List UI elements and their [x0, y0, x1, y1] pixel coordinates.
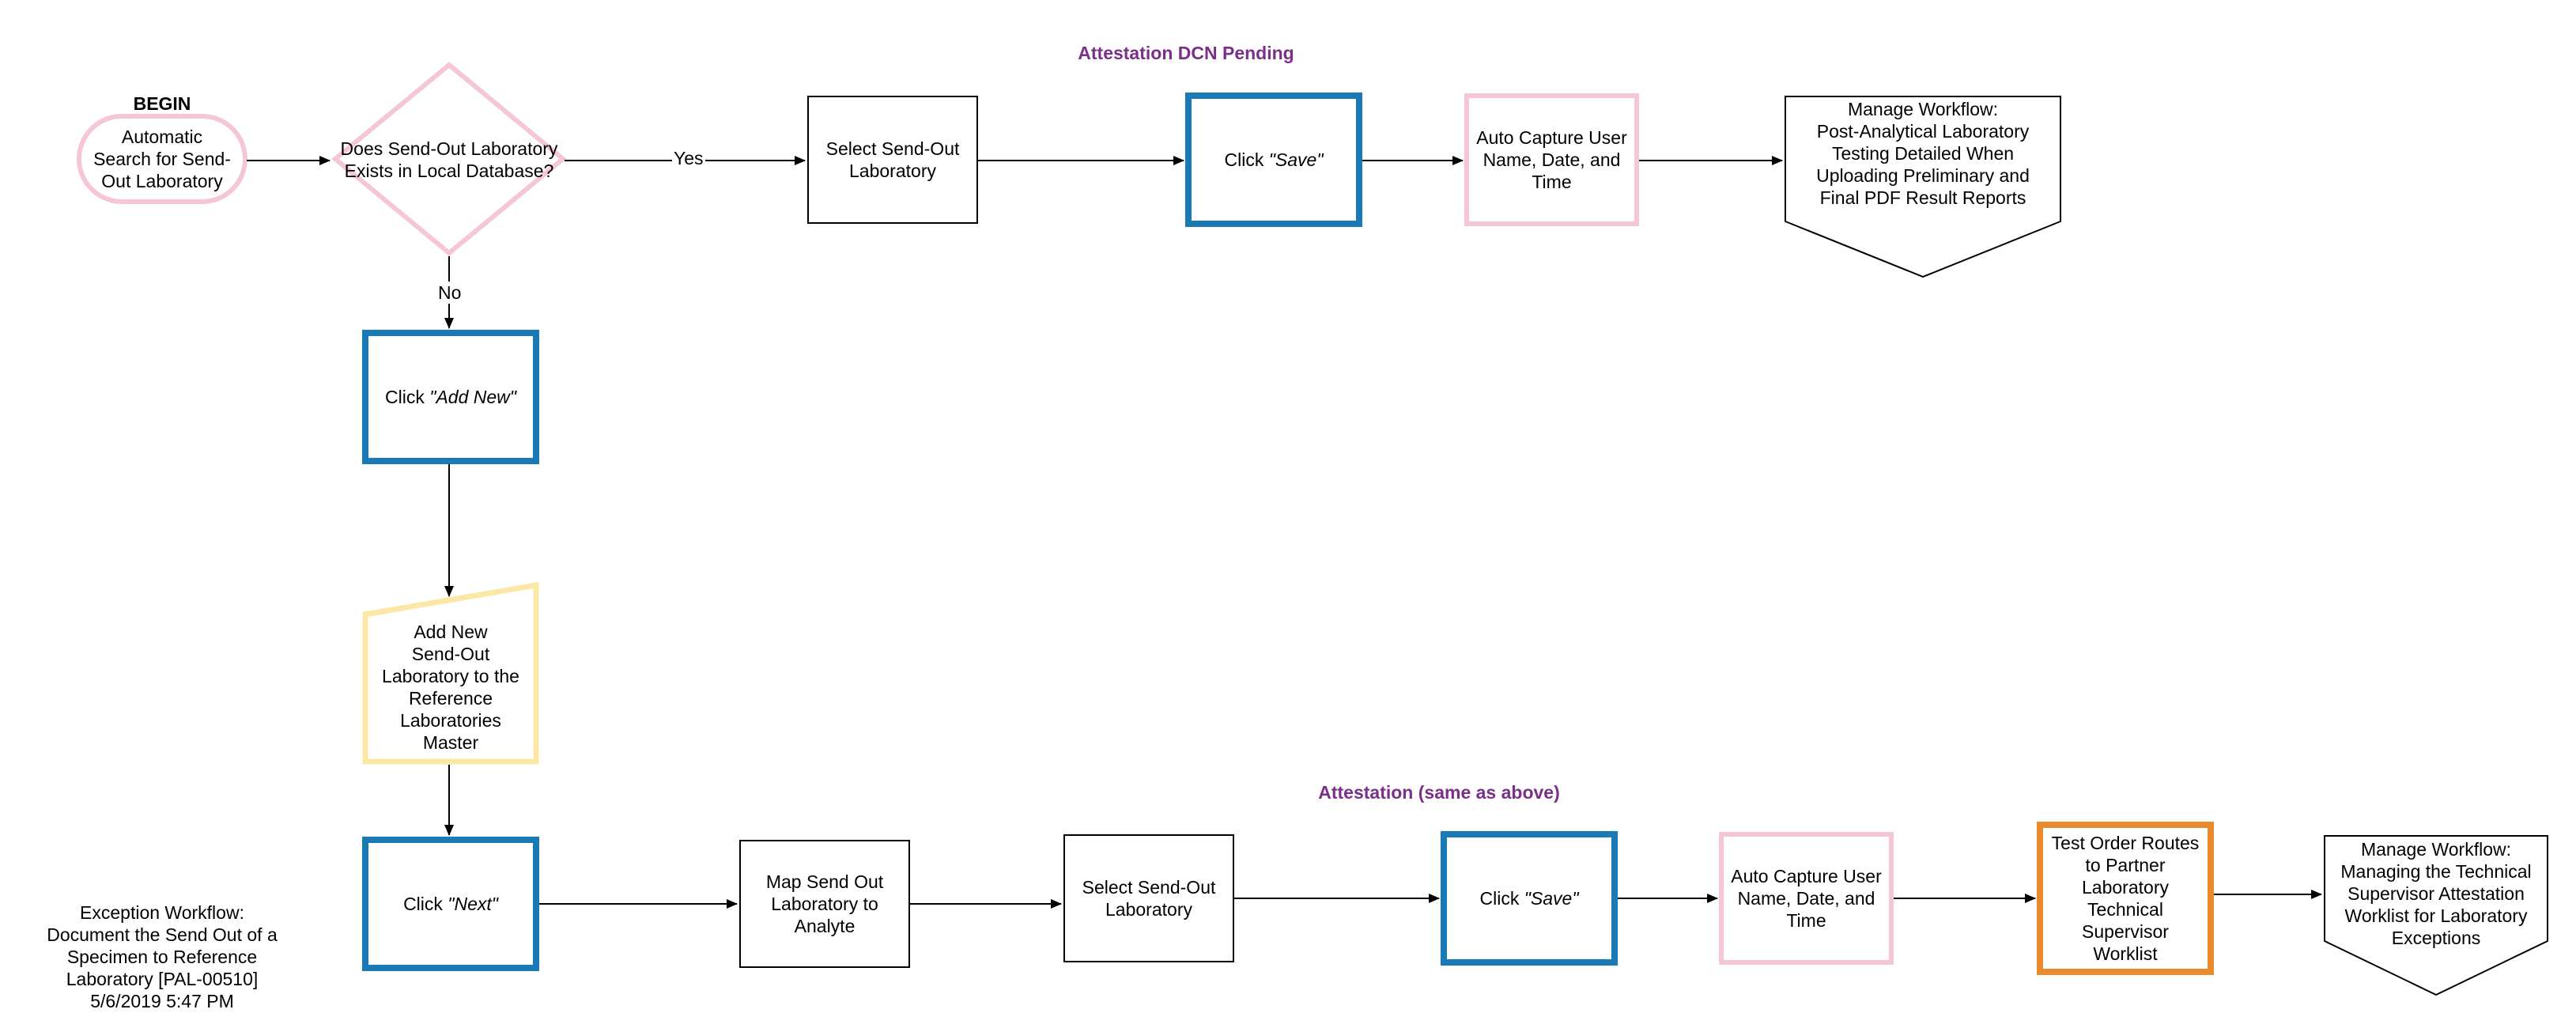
- manage-workflow-bottom[interactable]: Manage Workflow: Managing the Technical …: [2325, 838, 2548, 948]
- click-add-new[interactable]: Click "Add New": [365, 333, 536, 461]
- select-bottom-shape: [1063, 834, 1234, 962]
- attestation-same-banner: Attestation (same as above): [1318, 782, 1560, 803]
- manage-bottom-text: Manage Workflow: Managing the Technical …: [2340, 839, 2532, 948]
- click-save-top[interactable]: Click "Save": [1188, 96, 1359, 224]
- start-terminal-text: Automatic Search for Send-Out Laboratory: [93, 127, 231, 191]
- save-top-shape: [1185, 93, 1362, 227]
- save-bottom-em: "Save": [1524, 888, 1579, 909]
- add-new-shape: [362, 330, 539, 464]
- add-master-text: Add New Send-Out Laboratory to the Refer…: [382, 621, 519, 753]
- attestation-dcn-pending-banner: Attestation DCN Pending: [1078, 43, 1294, 63]
- save-bottom-shape: [1441, 831, 1618, 966]
- start-terminal[interactable]: Automatic Search for Send-Out Laboratory: [79, 116, 245, 202]
- select-send-out-bottom[interactable]: Select Send-Out Laboratory: [1064, 835, 1233, 962]
- routes-text: Test Order Routes to Partner Laboratory …: [2051, 833, 2200, 964]
- exception-workflow-footer: Exception Workflow: Document the Send Ou…: [47, 902, 278, 1011]
- save-bottom-text: Click "Save": [1480, 887, 1579, 909]
- add-new-em: "Add New": [429, 387, 516, 407]
- save-top-em: "Save": [1268, 149, 1324, 170]
- decision-diamond-shape: [331, 62, 567, 256]
- manage-top-offpage-shape: [1785, 96, 2061, 278]
- begin-label: BEGIN: [133, 93, 191, 114]
- map-text: Map Send Out Laboratory to Analyte: [765, 871, 884, 936]
- select-bottom-text: Select Send-Out Laboratory: [1082, 877, 1216, 920]
- manage-workflow-top[interactable]: Manage Workflow: Post-Analytical Laborat…: [1785, 98, 2060, 217]
- map-to-analyte[interactable]: Map Send Out Laboratory to Analyte: [740, 841, 909, 967]
- save-top-prefix: Click: [1224, 149, 1269, 170]
- add-new-text: Click "Add New": [385, 386, 516, 408]
- add-master-manual-input-shape: [362, 581, 539, 765]
- save-bottom-prefix: Click: [1479, 888, 1524, 909]
- select-send-out-top[interactable]: Select Send-Out Laboratory: [808, 96, 977, 223]
- add-to-reference-master[interactable]: Add New Send-Out Laboratory to the Refer…: [365, 612, 536, 762]
- capture-bottom-shape: [1719, 832, 1894, 965]
- click-next[interactable]: Click "Next": [365, 840, 536, 968]
- manage-bottom-offpage-shape: [2324, 835, 2548, 996]
- add-new-prefix: Click: [385, 387, 430, 407]
- capture-top-shape: [1464, 93, 1639, 226]
- select-top-shape: [807, 96, 978, 224]
- map-shape: [739, 840, 910, 968]
- next-prefix: Click: [403, 894, 448, 914]
- start-terminal-shape: [77, 114, 247, 204]
- decision-text: Does Send-Out Laboratory Exists in Local…: [340, 138, 558, 181]
- manage-top-text: Manage Workflow: Post-Analytical Laborat…: [1816, 99, 2030, 208]
- test-order-routes[interactable]: Test Order Routes to Partner Laboratory …: [2040, 825, 2211, 972]
- select-top-text: Select Send-Out Laboratory: [825, 138, 960, 181]
- routes-shape: [2037, 822, 2214, 975]
- decision-diamond[interactable]: Does Send-Out Laboratory Exists in Local…: [335, 111, 563, 209]
- capture-bottom-text: Auto Capture User Name, Date, and Time: [1731, 866, 1882, 931]
- next-shape: [362, 837, 539, 971]
- save-top-text: Click "Save": [1225, 149, 1324, 171]
- next-text: Click "Next": [403, 893, 498, 915]
- no-edge-label: No: [436, 282, 463, 304]
- next-em: "Next": [448, 894, 498, 914]
- yes-edge-label: Yes: [672, 147, 705, 169]
- click-save-bottom[interactable]: Click "Save": [1444, 834, 1615, 962]
- capture-top-text: Auto Capture User Name, Date, and Time: [1476, 127, 1627, 192]
- auto-capture-top[interactable]: Auto Capture User Name, Date, and Time: [1467, 96, 1637, 224]
- auto-capture-bottom[interactable]: Auto Capture User Name, Date, and Time: [1721, 834, 1891, 962]
